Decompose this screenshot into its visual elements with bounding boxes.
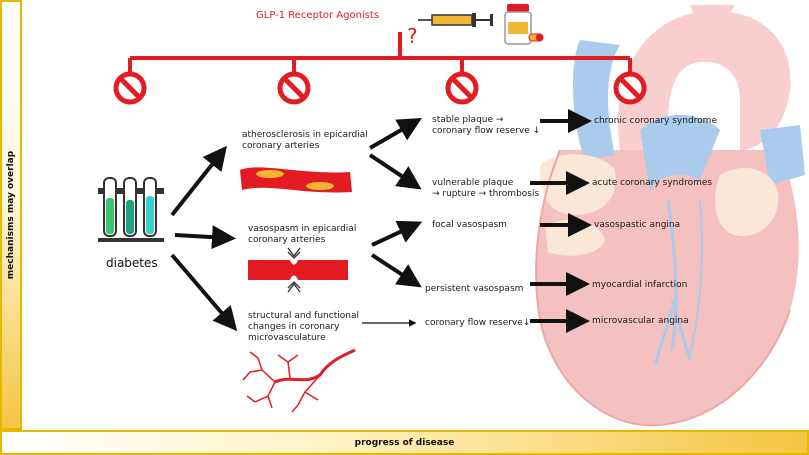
mechanism-microvascular: structural and functional changes in cor… <box>248 311 359 343</box>
vein-center <box>640 115 720 190</box>
aorta-arch <box>618 11 791 151</box>
syringe-icon <box>418 13 493 27</box>
coronary-artery <box>653 199 692 366</box>
intermediate-focal: focal vasospasm <box>432 220 507 230</box>
pill-bottle-icon <box>504 4 544 45</box>
mechanism-vasospasm: vasospasm in epicardial coronary arterie… <box>248 224 357 245</box>
mechanisms-axis-label: mechanisms may overlap <box>6 150 16 280</box>
inhibition-bracket <box>128 32 632 72</box>
diabetes-label: diabetes <box>106 256 158 270</box>
microvasculature-icon <box>242 348 356 413</box>
progress-axis: progress of disease <box>0 430 809 455</box>
outcome-micro: microvascular angina <box>592 316 689 326</box>
intermediate-stable: stable plaque → coronary flow reserve ↓ <box>432 115 541 136</box>
intermediate-cfr: coronary flow reserve↓ <box>425 318 531 328</box>
test-tubes-icon <box>98 177 164 242</box>
arrows <box>170 109 592 333</box>
vein-right <box>760 125 805 185</box>
mechanisms-axis: mechanisms may overlap <box>0 0 22 430</box>
atrium-right <box>715 167 779 236</box>
question-mark: ? <box>407 24 418 48</box>
outcome-acute: acute coronary syndromes <box>592 178 713 188</box>
no-sign-icon <box>113 71 647 105</box>
outcome-mi: myocardial infarction <box>592 280 688 290</box>
mechanism-atherosclerosis: atherosclerosis in epicardial coronary a… <box>242 130 368 151</box>
outcome-vasospastic: vasospastic angina <box>594 220 681 230</box>
drug-label: GLP-1 Receptor Agonists <box>256 10 380 21</box>
progress-axis-label: progress of disease <box>354 437 455 448</box>
aorta-top <box>690 5 735 30</box>
intermediate-vulnerable: vulnerable plaque → rupture → thrombosis <box>432 178 540 199</box>
plaque-artery-icon <box>240 167 352 193</box>
outcome-chronic: chronic coronary syndrome <box>594 116 717 126</box>
intermediate-persistent: persistent vasospasm <box>425 284 524 294</box>
spasm-artery-icon <box>248 247 348 293</box>
